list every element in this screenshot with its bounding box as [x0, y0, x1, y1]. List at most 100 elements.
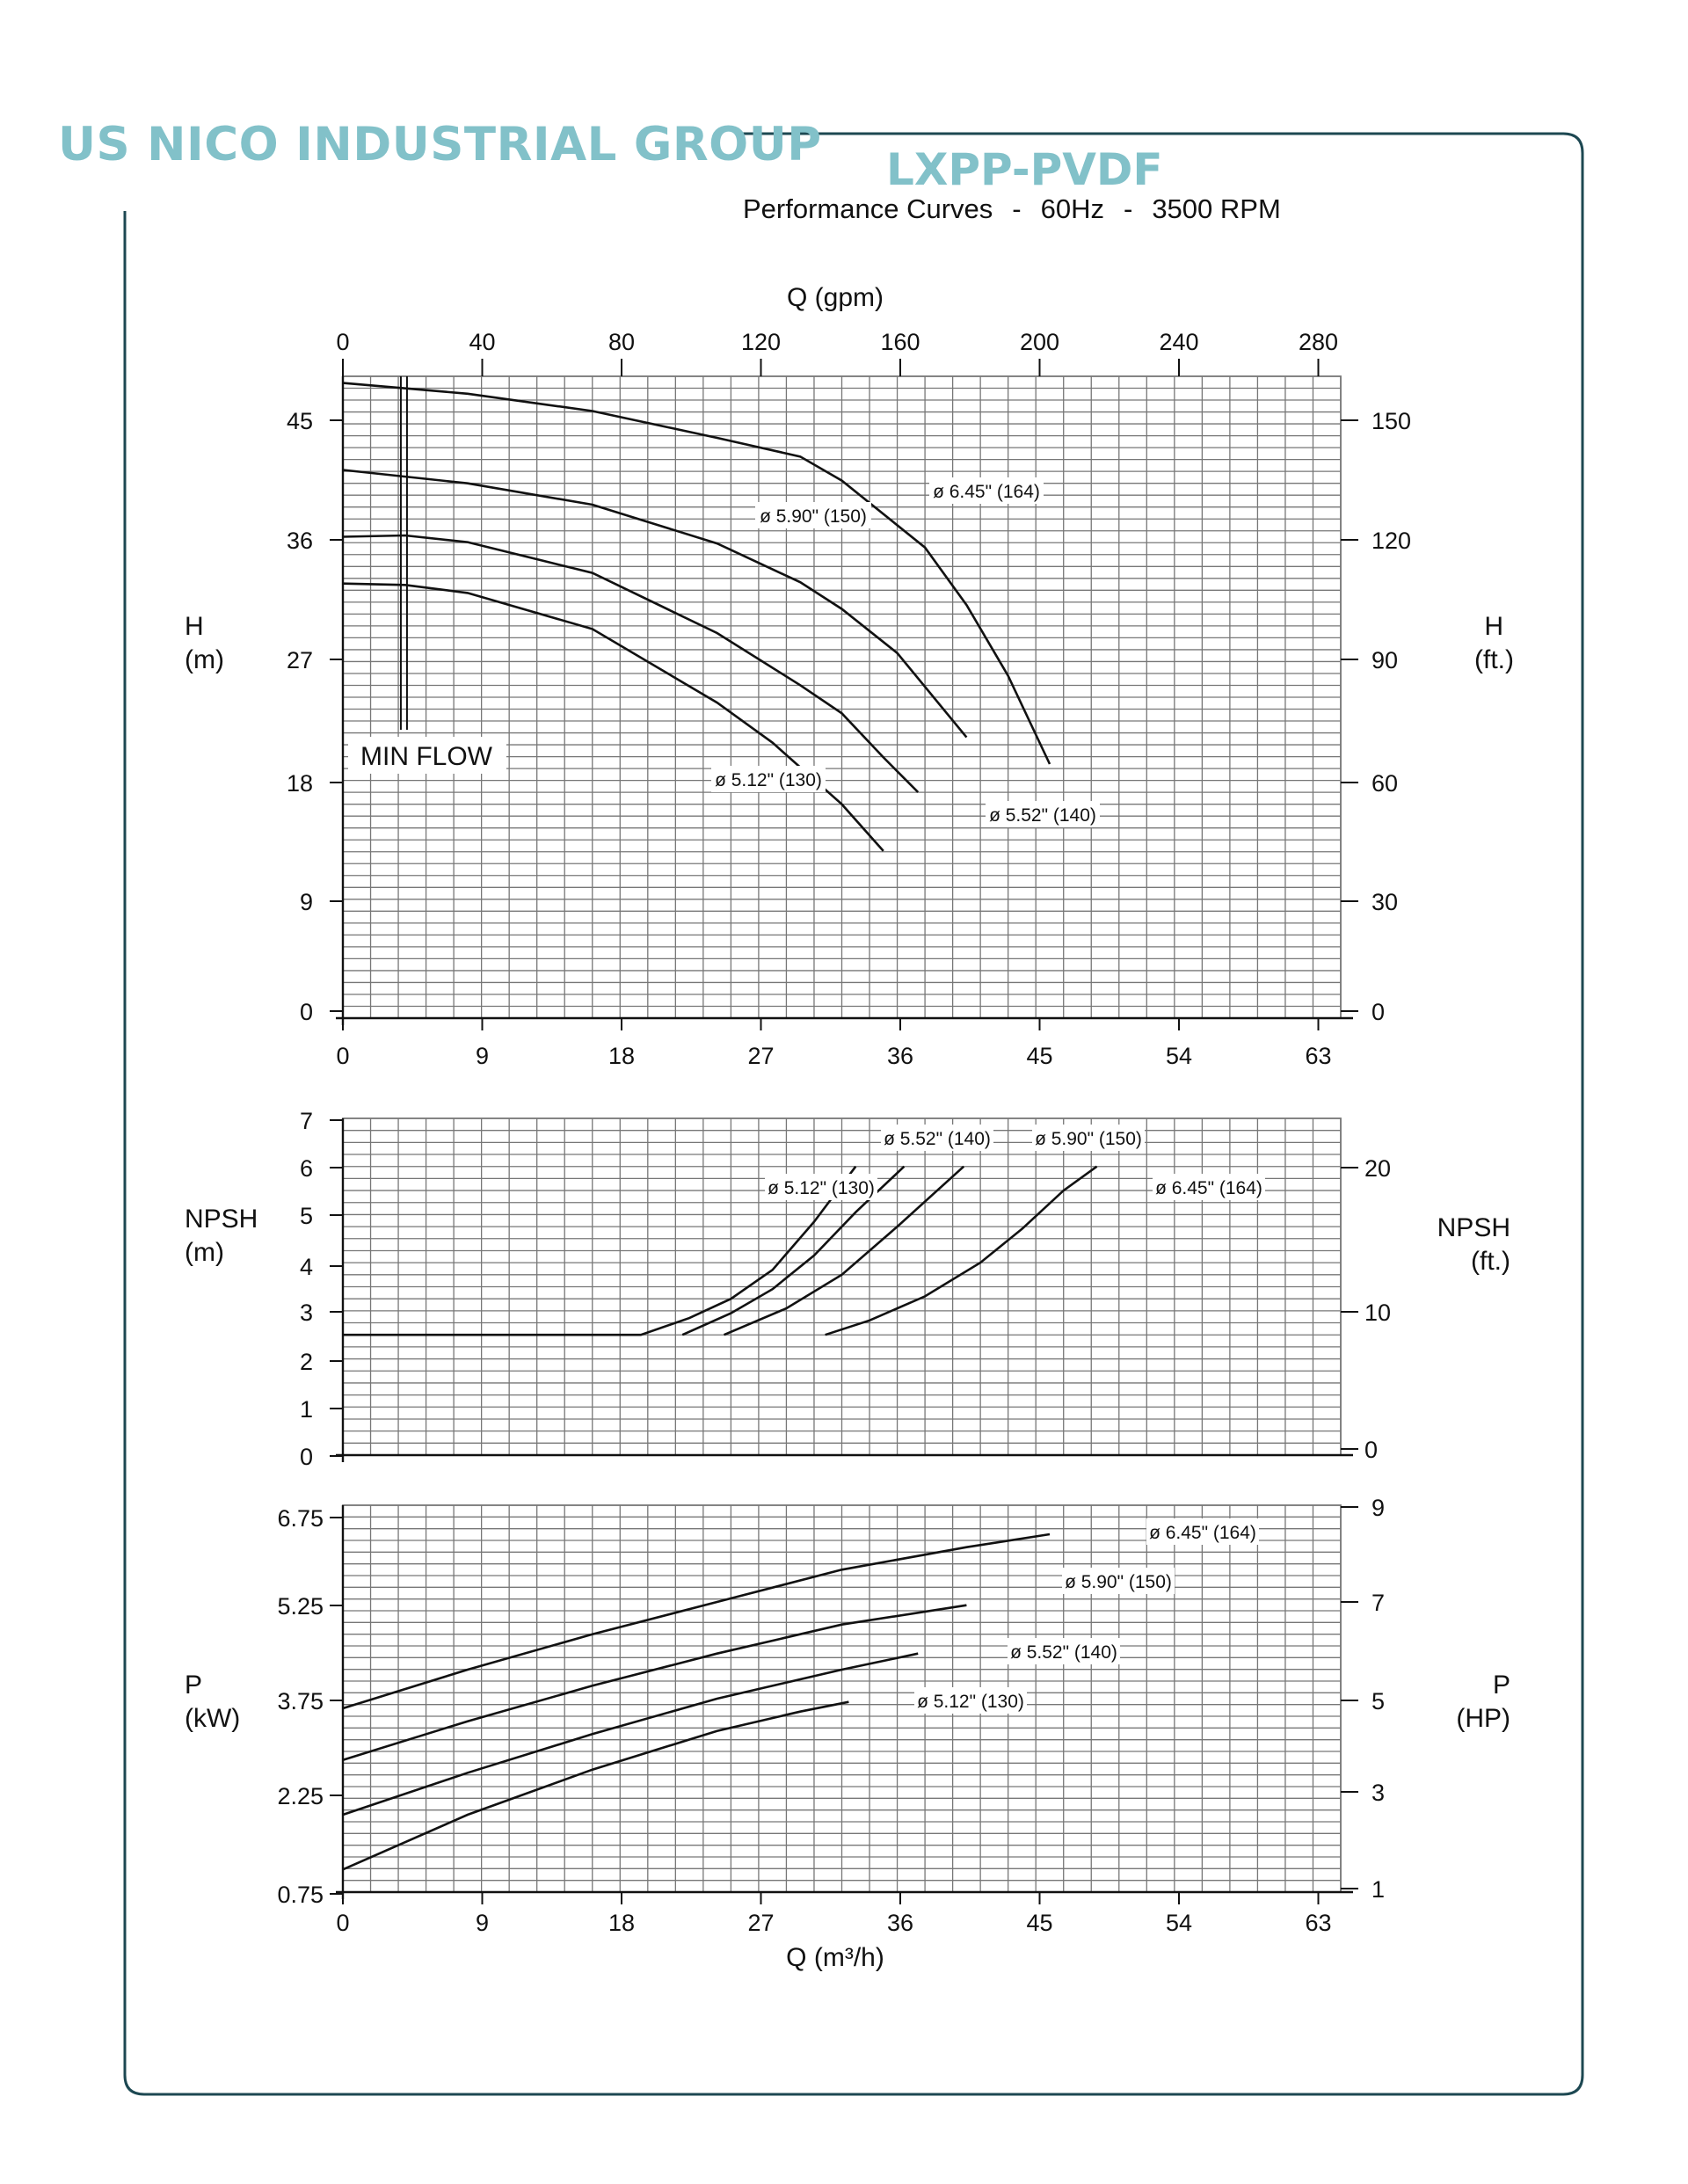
power-label-130: ø 5.12" (130): [914, 1687, 1027, 1714]
npsh-curve-0: [343, 1165, 857, 1336]
npsh-label-164-text: ø 6.45" (164): [1155, 1178, 1262, 1198]
power-y-left-title-line1: P: [185, 1671, 202, 1700]
power-y-left-title-line2: (kW): [185, 1704, 240, 1733]
npsh-label-150: ø 5.90" (150): [1032, 1125, 1145, 1151]
power-label-164-bg: [1146, 1518, 1259, 1545]
npsh-y-left-tick-label: 4: [300, 1254, 313, 1280]
head-x-bottom-tick-label: 45: [1026, 1043, 1052, 1069]
power-y-right-tick-label: 3: [1372, 1780, 1385, 1806]
head-x-bottom-tick-label: 9: [476, 1043, 489, 1069]
x-top-tick-label: 120: [741, 329, 781, 355]
head-curve-3: [342, 582, 884, 852]
power-y-left-tick-label: 3.75: [277, 1688, 324, 1714]
npsh-label-150-bg: [1032, 1125, 1145, 1151]
npsh-label-140-text: ø 5.52" (140): [884, 1129, 991, 1149]
power-curve-2: [342, 1652, 919, 1816]
model-title: LXPP-PVDF: [886, 144, 1163, 195]
subtitle-label: Performance Curves: [743, 193, 993, 224]
power-label-150-text: ø 5.90" (150): [1065, 1572, 1172, 1592]
npsh-label-164: ø 6.45" (164): [1153, 1174, 1265, 1200]
brand-title: US NICO INDUSTRIAL GROUP: [58, 118, 822, 171]
head-x-bottom-tick-label: 27: [747, 1043, 774, 1069]
power-x-bottom-tick-label: 63: [1305, 1910, 1331, 1936]
head-y-right-tick-label: 150: [1372, 408, 1411, 434]
head-x-bottom-tick-label: 63: [1305, 1043, 1331, 1069]
power-x-bottom-tick-label: 54: [1166, 1910, 1192, 1936]
subtitle-speed: 3500 RPM: [1152, 193, 1281, 224]
npsh-label-150-text: ø 5.90" (150): [1035, 1129, 1142, 1149]
power-curve-1: [342, 1604, 967, 1761]
min-flow-label: MIN FLOW: [348, 737, 506, 774]
power-y-left-tick-label: 6.75: [277, 1505, 324, 1532]
head-y-right-tick-label: 60: [1372, 770, 1398, 797]
npsh-y-left-tick-label: 7: [300, 1108, 313, 1134]
head-y-right-title-line1: H: [1484, 612, 1503, 641]
x-top-tick-label: 240: [1159, 329, 1198, 355]
head-label-130-text: ø 5.12" (130): [715, 770, 822, 790]
npsh-y-left-tick-label: 1: [300, 1396, 313, 1423]
npsh-label-140-bg: [881, 1125, 993, 1151]
head-label-140-text: ø 5.52" (140): [989, 805, 1096, 826]
head-curve-0: [342, 382, 1051, 765]
head-y-left-tick-label: 27: [287, 647, 313, 673]
npsh-y-left-title-line2: (m): [185, 1238, 224, 1267]
x-top-tick-label: 160: [880, 329, 920, 355]
power-curve-3: [342, 1700, 849, 1871]
power-label-130-bg: [914, 1687, 1027, 1714]
power-label-164-text: ø 6.45" (164): [1149, 1523, 1256, 1543]
head-y-left-tick-label: 18: [287, 770, 313, 797]
x-axis-bottom-title: Q (m³/h): [786, 1943, 884, 1972]
head-y-left-tick-label: 36: [287, 528, 313, 554]
subtitle-frequency: 60Hz: [1040, 193, 1104, 224]
head-y-right-tick-label: 120: [1372, 528, 1411, 554]
head-label-150-text: ø 5.90" (150): [760, 506, 867, 527]
power-x-bottom-tick-label: 9: [476, 1910, 489, 1936]
power-grid: [336, 1504, 1353, 1899]
npsh-y-right-tick-label: 10: [1364, 1299, 1391, 1326]
power-label-164: ø 6.45" (164): [1146, 1518, 1259, 1545]
head-y-left-title-line1: H: [185, 612, 204, 641]
subtitle-sep-1: -: [1012, 193, 1022, 224]
power-y-left-tick-label: 5.25: [277, 1593, 324, 1620]
npsh-label-130: ø 5.12" (130): [765, 1174, 877, 1200]
npsh-y-left-tick-label: 3: [300, 1299, 313, 1326]
power-y-right-tick-label: 5: [1372, 1688, 1385, 1714]
head-x-bottom-tick-label: 54: [1166, 1043, 1192, 1069]
power-y-right-title-line1: P: [1493, 1671, 1510, 1700]
x-top-tick-label: 80: [608, 329, 635, 355]
head-y-left-title-line2: (m): [185, 645, 224, 674]
head-label-164-text: ø 6.45" (164): [933, 482, 1040, 502]
head-label-140: ø 5.52" (140): [986, 801, 1100, 827]
npsh-grid: [336, 1117, 1353, 1462]
power-x-bottom-tick-label: 36: [887, 1910, 913, 1936]
npsh-y-right-title-line2: (ft.): [1471, 1247, 1510, 1276]
head-label-164: ø 6.45" (164): [929, 477, 1044, 504]
head-x-bottom-tick-label: 18: [608, 1043, 635, 1069]
npsh-y-left-tick-label: 0: [300, 1444, 313, 1470]
power-x-bottom-tick-label: 27: [747, 1910, 774, 1936]
head-x-bottom-tick-label: 36: [887, 1043, 913, 1069]
head-label-164-bg: [929, 477, 1044, 504]
power-label-140: ø 5.52" (140): [1008, 1638, 1120, 1664]
x-top-tick-label: 280: [1299, 329, 1338, 355]
power-x-bottom-tick-label: 45: [1026, 1910, 1052, 1936]
x-axis-top-title: Q (gpm): [787, 283, 884, 312]
npsh-y-left-title-line1: NPSH: [185, 1205, 258, 1234]
power-label-130-text: ø 5.12" (130): [917, 1692, 1024, 1712]
power-label-150-bg: [1062, 1568, 1175, 1594]
power-y-right-tick-label: 1: [1372, 1876, 1385, 1903]
subtitle-sep-2: -: [1123, 193, 1133, 224]
head-y-right-tick-label: 30: [1372, 889, 1398, 915]
head-label-130-bg: [711, 766, 826, 792]
power-y-left-tick-label: 0.75: [277, 1882, 324, 1908]
npsh-y-right-tick-label: 20: [1364, 1155, 1391, 1182]
npsh-label-130-bg: [765, 1174, 877, 1200]
head-curve-2: [342, 534, 920, 793]
head-grid: [336, 375, 1353, 1025]
head-y-right-tick-label: 0: [1372, 999, 1385, 1025]
head-label-140-bg: [986, 801, 1100, 827]
head-y-left-tick-label: 45: [287, 408, 313, 434]
npsh-label-130-text: ø 5.12" (130): [768, 1178, 875, 1198]
